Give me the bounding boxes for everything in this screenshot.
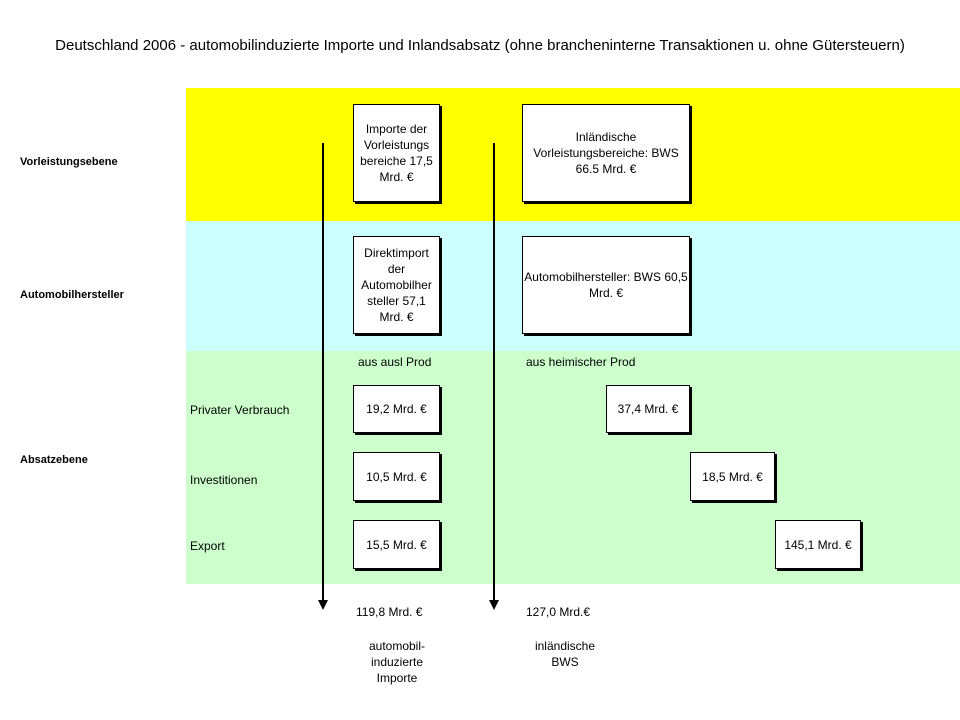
imports-vorleistung-text: Importe der Vorleistungs bereiche 17,5 M… — [360, 122, 433, 184]
level-label-absatz: Absatzebene — [20, 454, 88, 466]
value-box-invest-domestic: 18,5 Mrd. € — [690, 452, 775, 501]
level-label-hersteller: Automobilhersteller — [20, 289, 124, 301]
column-label-domestic: aus heimischer Prod — [526, 355, 636, 369]
value-box-invest-foreign: 10,5 Mrd. € — [353, 452, 440, 501]
value-box-export-foreign: 15,5 Mrd. € — [353, 520, 440, 569]
total-bws: 127,0 Mrd.€ — [526, 605, 591, 619]
category-invest: Investitionen — [190, 473, 258, 487]
caption-imports: automobil- induzierte Importe — [368, 639, 426, 685]
hersteller-bws-box: Automobilhersteller: BWS 60,5 Mrd. € — [522, 236, 690, 334]
value-invest-domestic: 18,5 Mrd. € — [702, 469, 763, 484]
direktimport-box: Direktimport der Automobilher steller 57… — [353, 236, 440, 334]
imports-vorleistung-box: Importe der Vorleistungs bereiche 17,5 M… — [353, 104, 440, 202]
value-export-foreign: 15,5 Mrd. € — [366, 537, 427, 552]
column-label-foreign: aus ausl Prod — [358, 355, 432, 369]
total-imports: 119,8 Mrd. € — [356, 605, 423, 619]
value-box-privat-foreign: 19,2 Mrd. € — [353, 385, 440, 433]
direktimport-text: Direktimport der Automobilher steller 57… — [361, 246, 432, 324]
bws-arrow-line — [493, 143, 495, 601]
page-title: Deutschland 2006 - automobilinduzierte I… — [55, 37, 905, 54]
domestic-vorleistung-box: Inländische Vorleistungsbereiche: BWS 66… — [522, 104, 690, 202]
category-privat: Privater Verbrauch — [190, 403, 290, 417]
bws-arrow-head — [489, 600, 499, 610]
value-invest-foreign: 10,5 Mrd. € — [366, 469, 427, 484]
domestic-vorleistung-text: Inländische Vorleistungsbereiche: BWS 66… — [533, 130, 679, 176]
hersteller-bws-text: Automobilhersteller: BWS 60,5 Mrd. € — [524, 270, 688, 300]
imports-arrow-line — [322, 143, 324, 601]
value-privat-foreign: 19,2 Mrd. € — [366, 402, 427, 416]
level-label-vorleistung: Vorleistungsebene — [20, 156, 118, 168]
imports-arrow-head — [318, 600, 328, 610]
value-privat-domestic: 37,4 Mrd. € — [617, 402, 679, 416]
value-export-domestic: 145,1 Mrd. € — [784, 537, 852, 552]
value-box-privat-domestic: 37,4 Mrd. € — [606, 385, 690, 433]
category-export: Export — [190, 539, 225, 553]
value-box-export-domestic: 145,1 Mrd. € — [775, 520, 861, 569]
caption-bws: inländische BWS — [534, 639, 596, 669]
